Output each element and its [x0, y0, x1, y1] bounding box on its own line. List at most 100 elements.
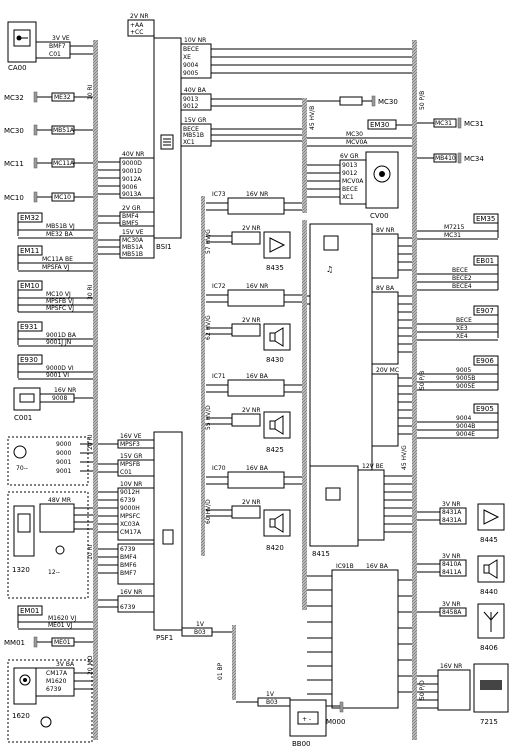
ic72: IC72: [212, 283, 226, 290]
s3-code: 8420: [266, 544, 284, 552]
box-70: [7, 436, 89, 486]
bsi-c40vnr: 40V NR: [122, 151, 144, 158]
mm01-wire: ME01: [54, 639, 71, 646]
1620-code: 1620: [12, 712, 30, 720]
ic72-conn: 16V NR: [246, 283, 268, 290]
ic73-conn: 16V NR: [246, 191, 268, 198]
w-bece: BECE: [183, 46, 199, 53]
bsi-c15vve: 15V VE: [122, 229, 144, 236]
em35-w2: MC31: [444, 232, 461, 239]
r7215-code: 7215: [480, 718, 498, 726]
radio-c20vmc: 20V MC: [376, 367, 399, 374]
radio-c8vnr: 8V NR: [376, 227, 395, 234]
ca00-code: CA00: [8, 64, 27, 72]
psf-p13: 6739: [120, 604, 135, 611]
psf-c10vnr: 10V NR: [120, 481, 142, 488]
box-1320: [7, 491, 89, 599]
bsi-pin-6: BMF5: [122, 220, 139, 227]
m8415-code: 8415: [312, 550, 330, 558]
box70-p3: 9001: [56, 468, 71, 475]
em35-code: EM35: [476, 215, 495, 223]
bus-ground: [232, 625, 236, 700]
s0-code: 8435: [266, 264, 284, 272]
ca00-conn: 3V VE: [52, 35, 70, 42]
bus-mid-lower: [302, 220, 307, 610]
module-8415: [309, 465, 359, 547]
em11-w2: MPSFA VJ: [42, 264, 70, 271]
cv00-code: CV00: [370, 212, 389, 220]
ic91b-code: IC91B: [336, 563, 354, 570]
ic71: IC71: [212, 373, 226, 380]
ca00-conn-box: [35, 41, 71, 59]
ic70-conn: 16V BA: [246, 465, 269, 472]
music-icon: ♫: [326, 265, 333, 274]
bus-label-62hvg: 62 HV/G: [205, 315, 212, 340]
mc10-code: MC10: [4, 194, 24, 202]
bsi-pin-9: MB51B: [122, 251, 143, 258]
bsi-pin-0: 9000D: [122, 160, 142, 167]
bus-speakers: [201, 196, 205, 556]
bus-label-10ri: 10 RI: [87, 84, 94, 100]
r8406-w1: 8458A: [442, 609, 462, 616]
box70-p2: 9001: [56, 459, 71, 466]
psf-p2: C01: [120, 469, 132, 476]
bsi-pin-3: 9006: [122, 184, 137, 191]
psf-p1: MPSFB: [120, 461, 140, 468]
speaker-8430: IC72 16V NR 2V NR 8430: [206, 283, 302, 364]
bus-label-55hvd: 55 HV/D: [205, 405, 212, 430]
box-12-code: 12--: [48, 569, 60, 576]
cv00-p4: XC1: [342, 194, 354, 201]
ca00-w1: BMF7: [49, 43, 66, 50]
w-9012: 9012: [183, 103, 198, 110]
psf-p4: 6739: [120, 497, 135, 504]
radio-c8vba: 8V BA: [376, 285, 395, 292]
bus-label-60hvd: 60 HV/D: [205, 499, 212, 524]
psf-c15vgr: 15V GR: [120, 453, 142, 460]
e907-w3: XE4: [456, 333, 468, 340]
e905-code: E905: [476, 405, 494, 413]
eb01-w3: BECE4: [452, 283, 472, 290]
e931-w2: 9001J JN: [46, 339, 71, 346]
w-9013: 9013: [183, 96, 198, 103]
mm01-code: MM01: [4, 639, 25, 647]
r8440-w2: 8411A: [442, 569, 462, 576]
bus-left: [93, 40, 98, 740]
r8445-conn: 3V NR: [442, 501, 461, 508]
1320-conn: 48V MR: [48, 497, 71, 504]
mc30-right: MC30: [378, 98, 398, 106]
w-xc1: XC1: [183, 139, 195, 146]
bus-01bp: 01 BP: [217, 662, 224, 680]
ca00-w2: C01: [49, 51, 61, 58]
bsi-conn-40vnr: [119, 157, 155, 199]
eb01-w2: BECE2: [452, 275, 472, 282]
ic91b-conn: 16V BA: [366, 563, 389, 570]
bsi-c2vgr: 2V GR: [122, 205, 141, 212]
psf-p3: 9012H: [120, 489, 140, 496]
bus-label-50pb2: 50 P/B: [419, 371, 426, 390]
r8445-w2: 8431A: [442, 517, 462, 524]
bsi-pin-7: MC30A: [122, 237, 144, 244]
cv00-p2: MCV0A: [342, 178, 364, 185]
psf-p8: CM17A: [120, 529, 142, 536]
mc31-wire: MC31: [435, 120, 452, 127]
bsi-pin-4: 9013A: [122, 191, 142, 198]
psf-p0: MPSF3: [120, 441, 140, 448]
bsi-pin-2: 9012A: [122, 176, 142, 183]
e906-w2: 9005B: [456, 375, 475, 382]
e906-code: E906: [476, 357, 494, 365]
s2-sub: 2V NR: [242, 407, 261, 414]
ground-wire: B03: [266, 699, 278, 706]
psf-out: B03: [194, 629, 206, 636]
conn-10vnr: [180, 43, 212, 79]
w-xe: XE: [183, 54, 191, 61]
r8440-code: 8440: [480, 588, 498, 596]
eb01-code: EB01: [476, 257, 494, 265]
conn-40vba: [180, 93, 212, 111]
bsi-pin-5: BMF4: [122, 213, 139, 220]
psf-p6: MPSFC: [120, 513, 140, 520]
r8406-conn: 3V NR: [442, 601, 461, 608]
w-bece2: BECE: [183, 126, 199, 133]
bus-label-45hvg: 45 HV/G: [401, 445, 408, 470]
s1-sub: 2V NR: [242, 317, 261, 324]
